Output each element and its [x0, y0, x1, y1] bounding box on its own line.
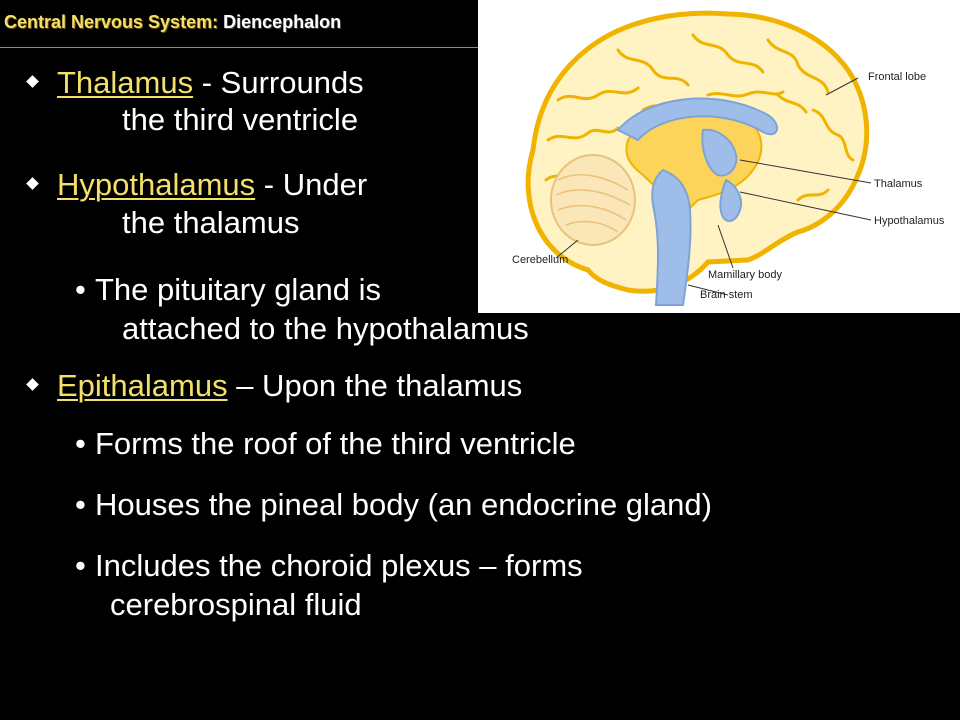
slide-header: Central Nervous System: Diencephalon — [4, 12, 341, 33]
bullet-thalamus: Thalamus - Surrounds — [26, 65, 364, 101]
sub-bullet-pineal: • Houses the pineal body (an endocrine gl… — [75, 487, 712, 523]
label-cerebellum: Cerebellum — [512, 254, 568, 266]
sub-bullet-pineal-text: Houses the pineal body (an endocrine gla… — [95, 487, 712, 522]
sub-bullet-pituitary: • The pituitary gland is — [75, 272, 381, 308]
bullet-hypothalamus-text: - Under — [255, 167, 368, 202]
dot-bullet-icon: • — [75, 548, 86, 583]
sub-bullet-pituitary-text: The pituitary gland is — [95, 272, 382, 307]
bullet-epithalamus: Epithalamus – Upon the thalamus — [26, 368, 523, 404]
bullet-thalamus-cont: the third ventricle — [122, 102, 359, 137]
term-epithalamus: Epithalamus — [57, 368, 228, 403]
bullet-epithalamus-text: – Upon the thalamus — [227, 368, 523, 403]
brain-stem-shape — [651, 168, 692, 306]
header-divider — [0, 47, 480, 48]
dot-bullet-icon: • — [75, 426, 86, 461]
label-mamillary-body: Mamillary body — [708, 269, 782, 281]
sub-bullet-pituitary-cont: attached to the hypothalamus — [122, 311, 529, 346]
dot-bullet-icon: • — [75, 487, 86, 522]
label-thalamus: Thalamus — [874, 178, 923, 190]
pituitary-shape — [719, 178, 742, 222]
cerebellum-shape — [550, 154, 636, 246]
label-frontal-lobe: Frontal lobe — [868, 71, 926, 83]
bullet-hypothalamus: Hypothalamus - Under — [26, 167, 368, 203]
sub-bullet-roof: • Forms the roof of the third ventricle — [75, 426, 576, 462]
term-hypothalamus: Hypothalamus — [57, 167, 256, 202]
header-prefix: Central Nervous System: — [4, 12, 224, 32]
brain-sagittal-diagram: Frontal lobe Thalamus Hypothalamus Cereb… — [478, 0, 960, 313]
bullet-thalamus-text: - Surrounds — [193, 65, 364, 100]
sub-bullet-choroid-text: Includes the choroid plexus – forms — [95, 548, 583, 583]
sub-bullet-choroid: • Includes the choroid plexus – forms — [75, 548, 583, 584]
corpus-callosum — [616, 97, 778, 142]
header-subject: Diencephalon — [223, 12, 342, 32]
cerebellum-folds — [555, 174, 631, 233]
diamond-bullet-icon — [26, 75, 39, 89]
leader-lines — [555, 77, 872, 296]
label-hypothalamus: Hypothalamus — [874, 215, 945, 227]
term-thalamus: Thalamus — [57, 65, 194, 100]
sub-bullet-roof-text: Forms the roof of the third ventricle — [95, 426, 576, 461]
sub-bullet-choroid-cont: cerebrospinal fluid — [110, 587, 362, 622]
bullet-hypothalamus-cont: the thalamus — [122, 205, 300, 240]
dot-bullet-icon: • — [75, 272, 86, 307]
thalamus-shape — [701, 128, 738, 177]
label-brain-stem: Brain stem — [700, 289, 753, 301]
brain-diagram-svg: Frontal lobe Thalamus Hypothalamus Cereb… — [512, 10, 945, 306]
diamond-bullet-icon — [26, 177, 39, 191]
diamond-bullet-icon — [26, 378, 39, 392]
